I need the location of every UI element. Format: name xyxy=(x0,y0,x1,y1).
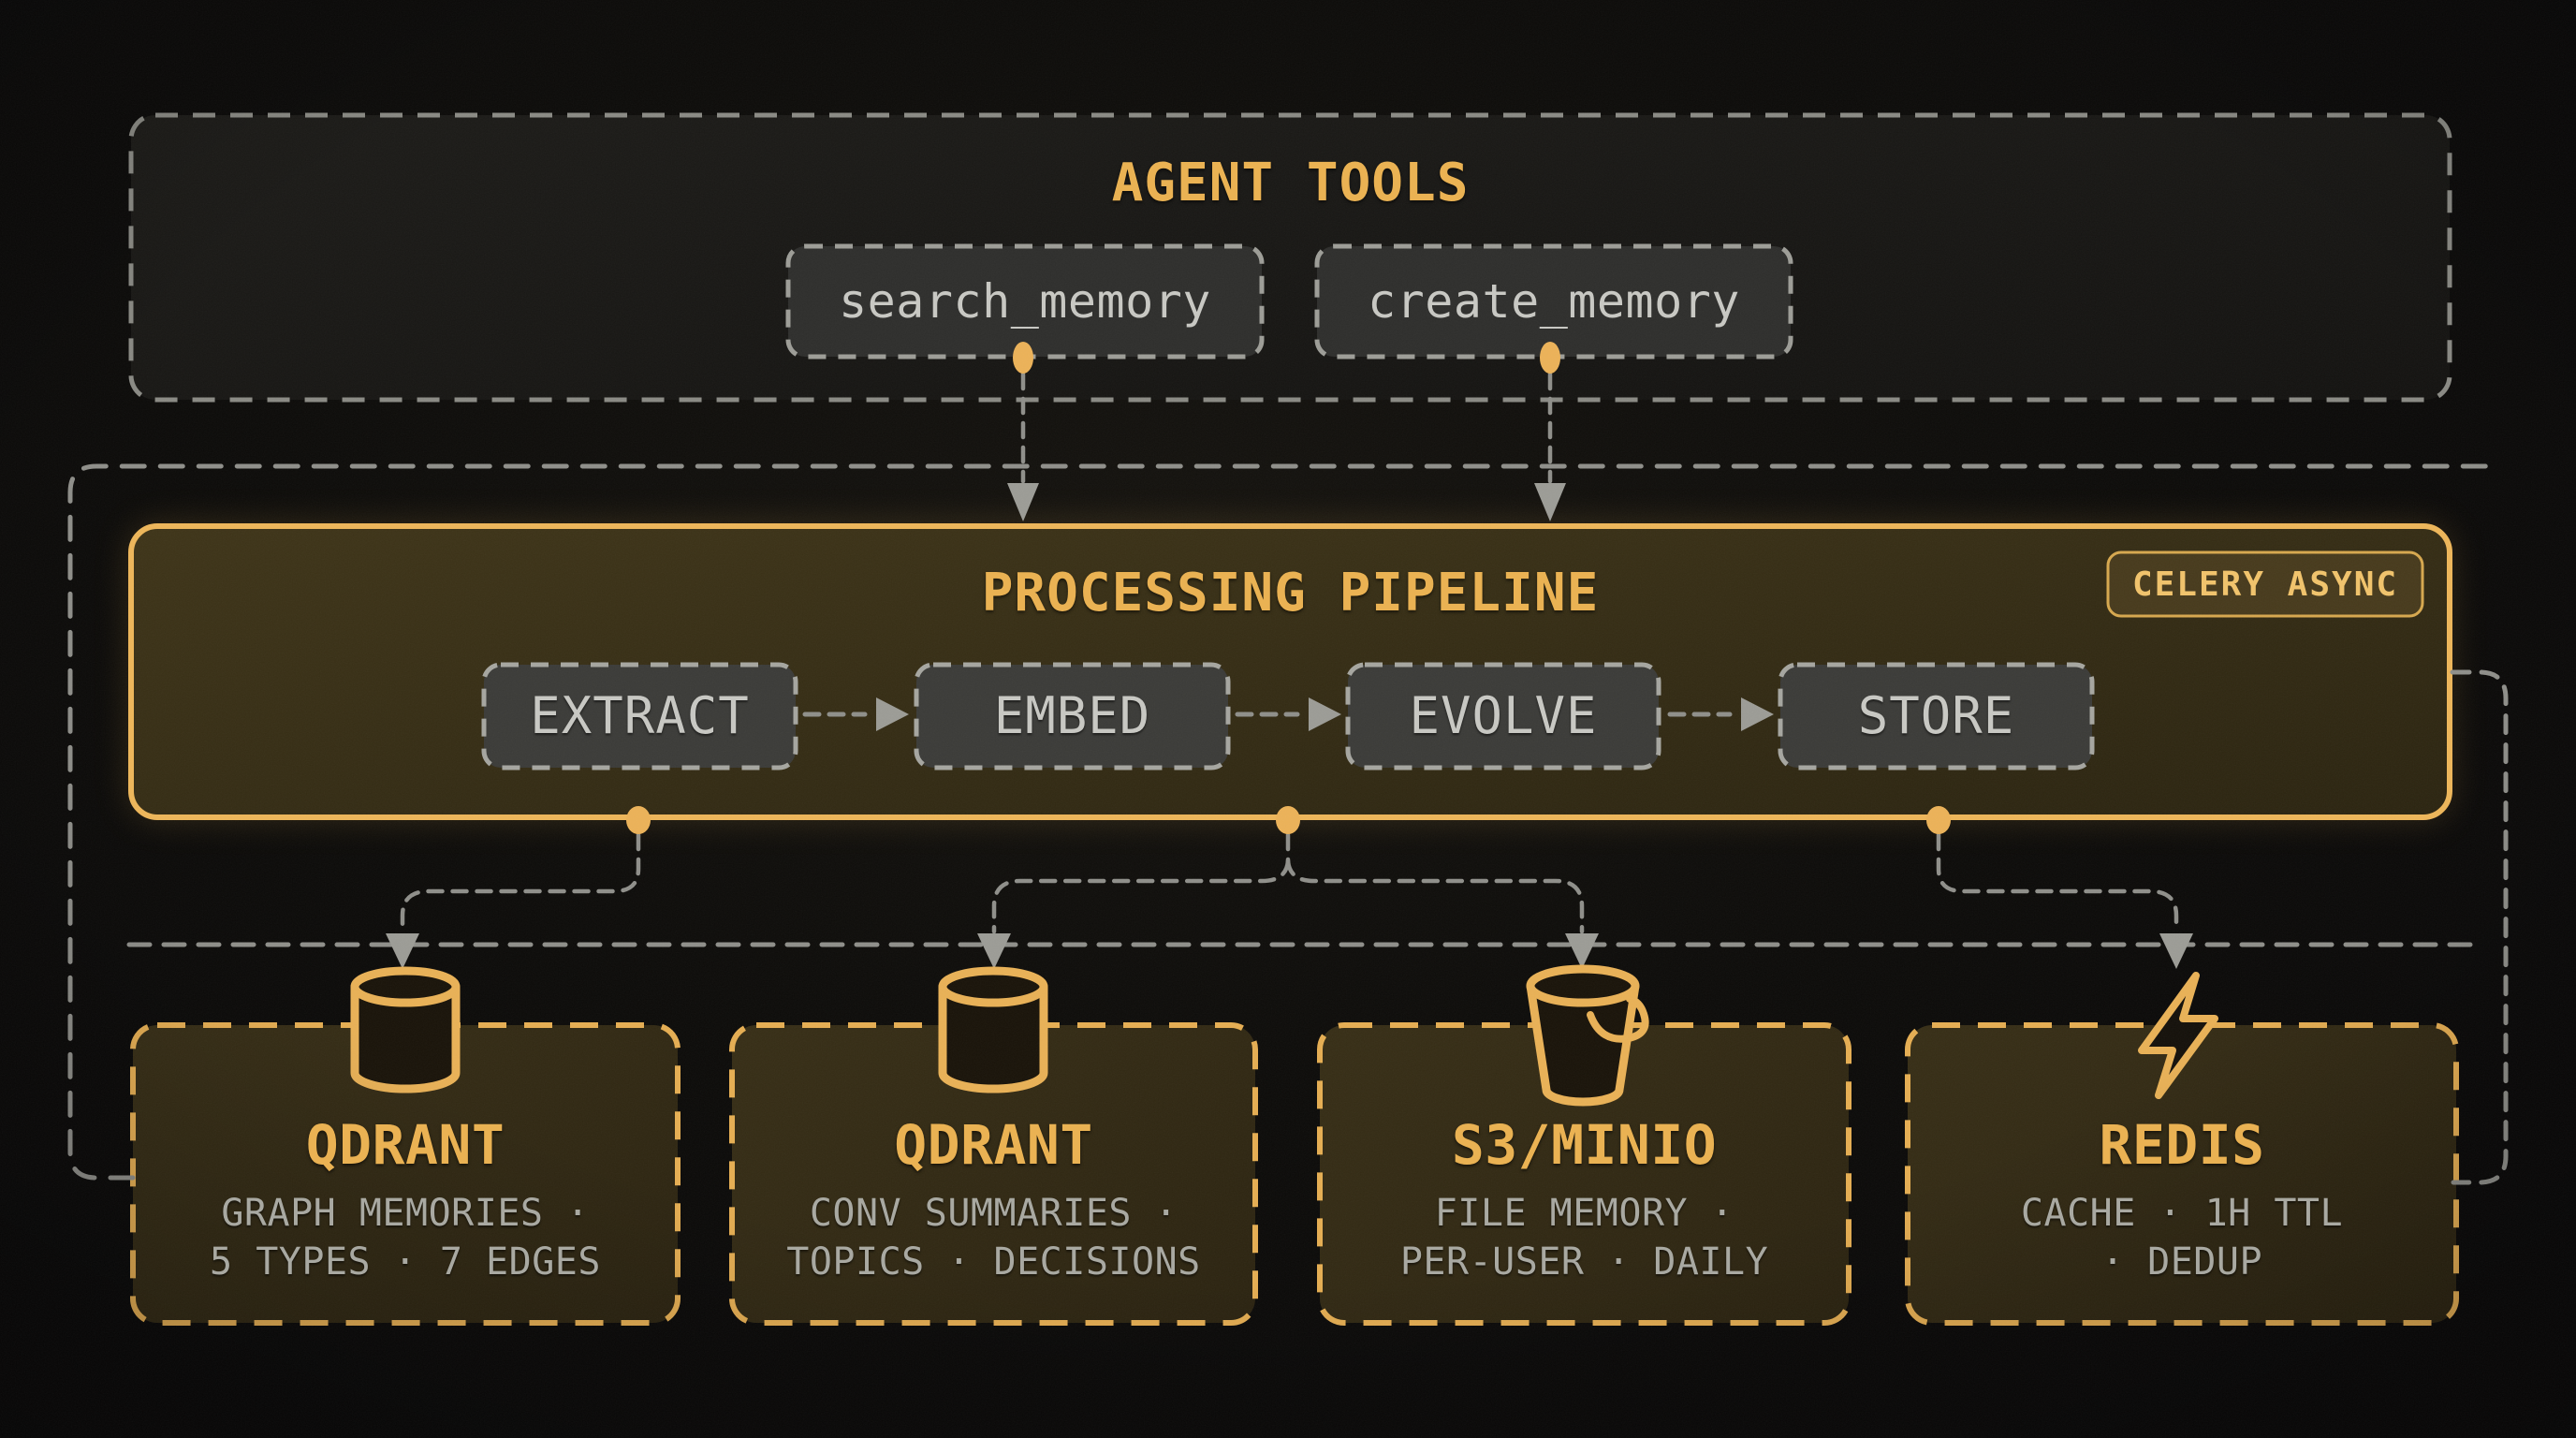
storage-detail-line: GRAPH MEMORIES · xyxy=(221,1192,590,1235)
storage-detail-line: · DEDUP xyxy=(2100,1240,2263,1284)
storage-detail-line: FILE MEMORY · xyxy=(1434,1192,1734,1235)
evolve-stage-label: EVOLVE xyxy=(1409,685,1598,745)
s3-minio-details: FILE MEMORY · PER-USER · DAILY xyxy=(1320,1189,1849,1286)
qdrant-conv-details: CONV SUMMARIES · TOPICS · DECISIONS xyxy=(732,1189,1255,1286)
extract-stage-label: EXTRACT xyxy=(530,685,750,745)
storage-detail-line: 5 TYPES · 7 EDGES xyxy=(210,1240,601,1284)
redis-title: REDIS xyxy=(2099,1113,2265,1177)
create-memory-label: create_memory xyxy=(1368,274,1740,329)
celery-async-badge-label: CELERY ASYNC xyxy=(2131,565,2399,604)
embed-stage-label: EMBED xyxy=(993,685,1151,745)
storage-detail-line: CONV SUMMARIES · xyxy=(809,1192,1178,1235)
store-stage-label: STORE xyxy=(1857,685,2015,745)
processing-pipeline-title: PROCESSING PIPELINE xyxy=(981,562,1600,624)
search-memory-label: search_memory xyxy=(839,274,1211,329)
storage-detail-line: PER-USER · DAILY xyxy=(1399,1240,1769,1284)
storage-detail-line: TOPICS · DECISIONS xyxy=(786,1240,1201,1284)
s3-minio-title: S3/MINIO xyxy=(1451,1113,1718,1177)
agent-tools-title: AGENT TOOLS xyxy=(1111,152,1470,213)
qdrant-conv-title: QDRANT xyxy=(894,1113,1093,1177)
storage-detail-line: CACHE · 1H TTL xyxy=(2020,1192,2344,1235)
redis-details: CACHE · 1H TTL · DEDUP xyxy=(1908,1189,2456,1286)
qdrant-graph-title: QDRANT xyxy=(305,1113,505,1177)
qdrant-graph-details: GRAPH MEMORIES · 5 TYPES · 7 EDGES xyxy=(133,1189,678,1286)
